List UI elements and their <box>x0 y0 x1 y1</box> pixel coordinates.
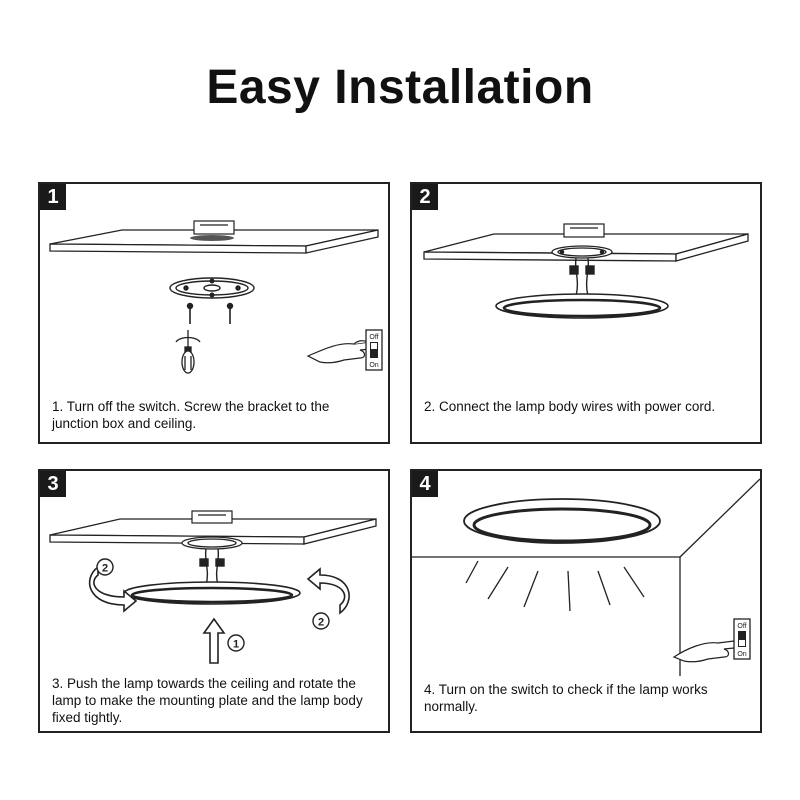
mounting-bracket-icon <box>181 536 243 550</box>
ceiling-hole <box>190 235 234 241</box>
switch-on-label: On <box>737 651 746 658</box>
light-rays-icon <box>465 560 645 612</box>
step-4-number: 4 <box>412 471 438 497</box>
screwdriver-icon <box>175 330 201 374</box>
wall-switch-off-icon: Off On <box>365 329 383 371</box>
marker-2-left-icon: 2 <box>96 558 114 576</box>
step-3-number: 3 <box>40 471 66 497</box>
junction-box-icon <box>563 223 605 238</box>
step-3-caption: 3. Push the lamp towards the ceiling and… <box>52 676 363 725</box>
marker-1-label: 1 <box>233 639 239 651</box>
step-2-caption: 2. Connect the lamp body wires with powe… <box>424 399 716 414</box>
step-2-number: 2 <box>412 184 438 210</box>
wire-connector-icon <box>199 548 225 586</box>
wire-connector-icon <box>569 257 595 297</box>
junction-box-icon <box>191 510 233 524</box>
lamp-panel-icon <box>463 498 661 544</box>
lamp-panel-icon <box>123 581 301 605</box>
step-2-panel: 2 2. Connect the lamp body wires with <box>410 182 762 444</box>
push-up-arrow-icon <box>202 617 226 664</box>
lamp-panel-icon <box>495 293 669 319</box>
hand-on-switch-icon <box>672 640 738 663</box>
screw-icon <box>186 302 234 324</box>
mounting-bracket-icon <box>169 277 255 299</box>
step-2-illustration <box>423 223 749 319</box>
rotate-left-arrow-icon <box>88 565 138 613</box>
step-3-illustration: 2 2 1 <box>49 510 377 664</box>
marker-2-right-label: 2 <box>318 617 324 629</box>
step-1-caption: 1. Turn off the switch. Screw the bracke… <box>52 399 330 431</box>
step-4-illustration: Off On <box>412 478 760 676</box>
step-4-panel: 4 Off On 4. Turn on the s <box>410 469 762 733</box>
switch-off-label: Off <box>737 623 746 630</box>
switch-on-label: On <box>369 362 378 369</box>
step-1-number: 1 <box>40 184 66 210</box>
ceiling-board <box>49 518 377 545</box>
marker-1-icon: 1 <box>227 634 245 652</box>
step-1-panel: 1 <box>38 182 390 444</box>
mounting-bracket-icon <box>551 245 613 259</box>
hand-on-switch-icon <box>306 340 374 364</box>
wall-switch-on-icon: Off On <box>733 618 751 660</box>
marker-2-right-icon: 2 <box>312 612 330 630</box>
step-3-panel: 3 2 <box>38 469 390 733</box>
page-title: Easy Installation <box>206 61 594 114</box>
step-1-illustration: Off On <box>49 220 383 374</box>
junction-box-icon <box>193 220 235 235</box>
ceiling-board <box>423 233 749 262</box>
step-4-caption: 4. Turn on the switch to check if the la… <box>424 682 708 714</box>
switch-off-label: Off <box>369 334 378 341</box>
rotate-right-arrow-icon <box>306 567 350 615</box>
marker-2-left-label: 2 <box>102 563 108 575</box>
